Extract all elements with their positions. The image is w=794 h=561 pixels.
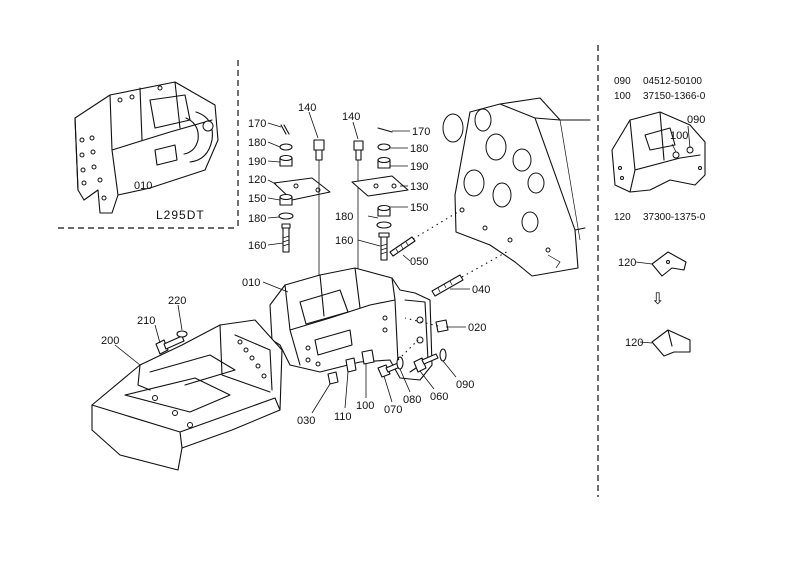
parts-list-number: 37150-1366-0 (643, 91, 706, 102)
callout-180: 180 (335, 211, 353, 223)
parts-list-number: 37300-1375-0 (643, 212, 706, 223)
detail-120-plate-after (651, 329, 691, 357)
inset-frame (58, 60, 239, 229)
callout-130: 130 (410, 181, 428, 193)
callout-010: 010 (242, 277, 260, 289)
callout-150: 150 (410, 202, 428, 214)
callout-010-inset: 010 (134, 180, 152, 192)
stud-040 (431, 249, 511, 297)
callout-100-detail: 100 (670, 130, 688, 142)
bolt-140-left (313, 139, 325, 280)
callout-180: 180 (248, 137, 266, 149)
callout-140: 140 (342, 111, 360, 123)
callout-020: 020 (468, 322, 486, 334)
leader-lines (114, 111, 691, 414)
callout-190: 190 (248, 156, 266, 168)
hardware-stack-right (351, 127, 409, 290)
callout-220: 220 (168, 295, 186, 307)
parts-list-number: 04512-50100 (643, 76, 702, 87)
callout-090: 090 (456, 379, 474, 391)
callout-180: 180 (410, 143, 428, 155)
callout-090-detail: 090 (687, 114, 705, 126)
callout-120-detail: 120 (625, 337, 643, 349)
callout-120: 120 (248, 174, 266, 186)
bolt-210 (155, 335, 185, 355)
inset-bracket-drawing (74, 81, 219, 214)
callout-170: 170 (248, 118, 266, 130)
callout-050: 050 (410, 256, 428, 268)
hardware-lower (327, 317, 449, 385)
callout-060: 060 (430, 391, 448, 403)
callout-070: 070 (384, 404, 402, 416)
callout-190: 190 (410, 161, 428, 173)
parts-list: 090 04512-50100 100 37150-1366-0 120 373… (614, 76, 706, 223)
callout-120-detail: 120 (618, 257, 636, 269)
parts-list-ref: 090 (614, 76, 631, 87)
weight-bracket-200 (91, 319, 283, 471)
washer-220 (176, 330, 188, 338)
engine-block-drawing (442, 97, 591, 277)
hardware-stack-left (273, 124, 331, 253)
callout-040: 040 (472, 284, 490, 296)
callout-200: 200 (101, 335, 119, 347)
stud-050 (389, 211, 459, 257)
callout-110: 110 (334, 411, 352, 423)
callout-170: 170 (412, 126, 430, 138)
inset-model-label: L295DT (156, 208, 205, 222)
detail-090-100-drawing (611, 111, 706, 193)
callout-210: 210 (137, 315, 155, 327)
callout-140: 140 (298, 102, 316, 114)
parts-list-ref: 100 (614, 91, 631, 102)
parts-list-ref: 120 (614, 212, 631, 223)
detail-120-plate-before (651, 251, 687, 277)
callout-030: 030 (297, 415, 315, 427)
callout-160: 160 (248, 240, 266, 252)
down-arrow-icon: ⇩ (651, 291, 664, 308)
callout-160: 160 (335, 235, 353, 247)
callout-labels: 170 180 190 120 150 180 160 140 140 170 … (101, 102, 705, 427)
main-bracket-010 (269, 267, 433, 381)
callout-180: 180 (248, 213, 266, 225)
callout-150: 150 (248, 193, 266, 205)
callout-080: 080 (403, 394, 421, 406)
callout-100: 100 (356, 400, 374, 412)
